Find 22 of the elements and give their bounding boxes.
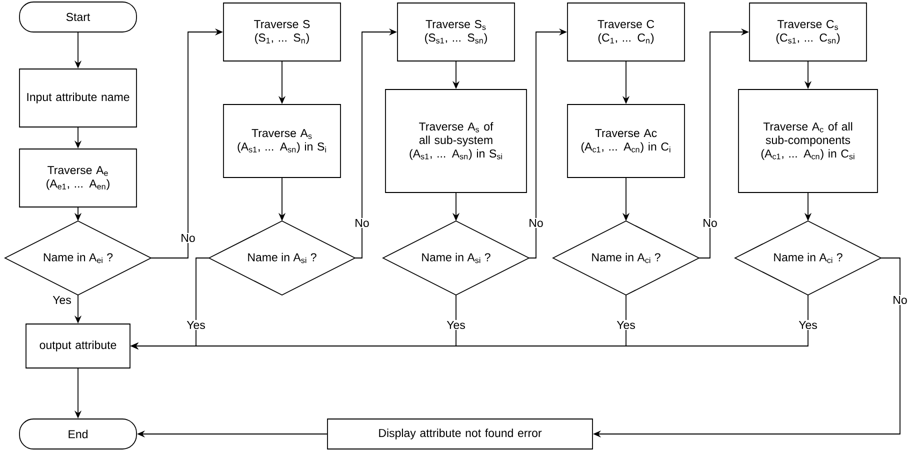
process-box: Display attribute not found error bbox=[327, 418, 593, 450]
edge-label: Yes bbox=[616, 320, 636, 330]
edge-label: Yes bbox=[446, 320, 466, 330]
process-box: Traverse S (S$_{1}$, ... S$_{n}$) bbox=[223, 2, 341, 62]
process-box: Input attribute name bbox=[19, 68, 137, 128]
edge-label: Yes bbox=[52, 295, 72, 306]
process-box: Traverse A$_{s}$ (A$_{s1}$, ... A$_{sn}$) in S$_{i}$ bbox=[223, 104, 341, 178]
edge-label: No bbox=[354, 218, 370, 228]
edge-label: Yes bbox=[186, 320, 206, 330]
process-box: Traverse A$_{s}$ of all sub-system (A$_{s1}$, ... A$_{sn}$) in S$_{si}$ bbox=[385, 89, 527, 193]
process-box: Traverse S$_{s}$ (S$_{s1}$, ... S$_{sn}$) bbox=[397, 2, 515, 62]
edge-label: No bbox=[702, 218, 718, 228]
edge-label: Yes bbox=[798, 320, 818, 330]
process-box: Traverse C$_{s}$ (C$_{s1}$, ... C$_{sn}$) bbox=[749, 2, 867, 62]
process-box: Traverse C (C$_{1}$, ... C$_{n}$) bbox=[567, 2, 685, 62]
process-box: Traverse Ac (A$_{c1}$, ... A$_{cn}$) in C$_{i}$ bbox=[567, 104, 685, 178]
process-box: Traverse A$_{e}$ (A$_{e1}$, ... A$_{en}$) bbox=[19, 148, 137, 208]
edge-label: No bbox=[528, 218, 544, 228]
edge-label: No bbox=[180, 233, 196, 244]
process-box: output attribute bbox=[26, 324, 130, 368]
edge-label: No bbox=[892, 295, 908, 306]
process-box: Traverse A$_{c}$ of all sub-components (A$_{c1}$, ... A$_{cn}$) in C$_{si}$ bbox=[738, 89, 878, 193]
